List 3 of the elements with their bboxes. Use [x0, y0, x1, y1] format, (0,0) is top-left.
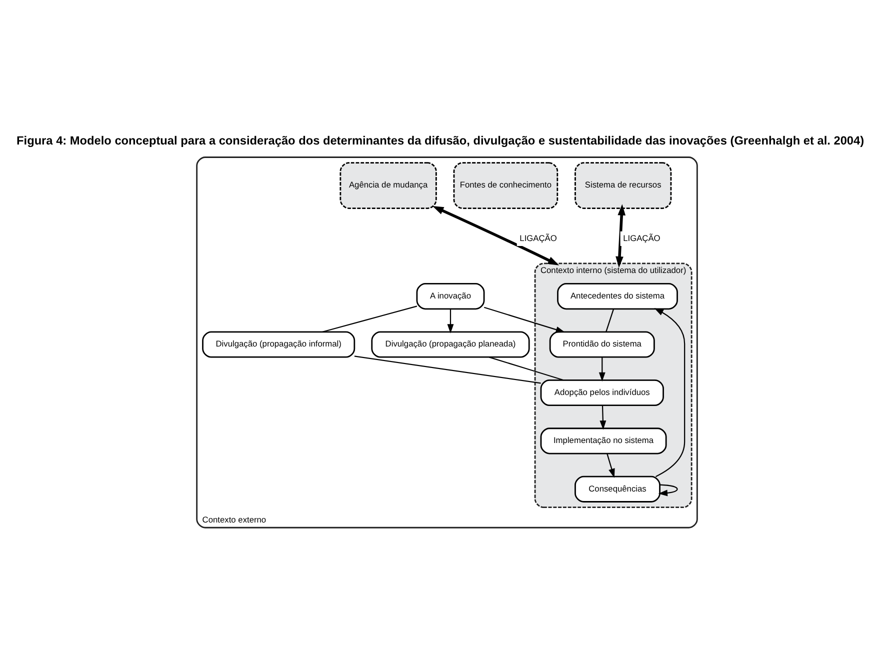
edge-label: LIGAÇÃO: [520, 232, 557, 243]
edge-label: LIGAÇÃO: [623, 232, 660, 243]
diagram-title: Figura 4: Modelo conceptual para a consideração dos determinantes da difusão, divulgação e sustentabilidade das inovações (Greenhalgh et al. 2004): [16, 132, 864, 147]
